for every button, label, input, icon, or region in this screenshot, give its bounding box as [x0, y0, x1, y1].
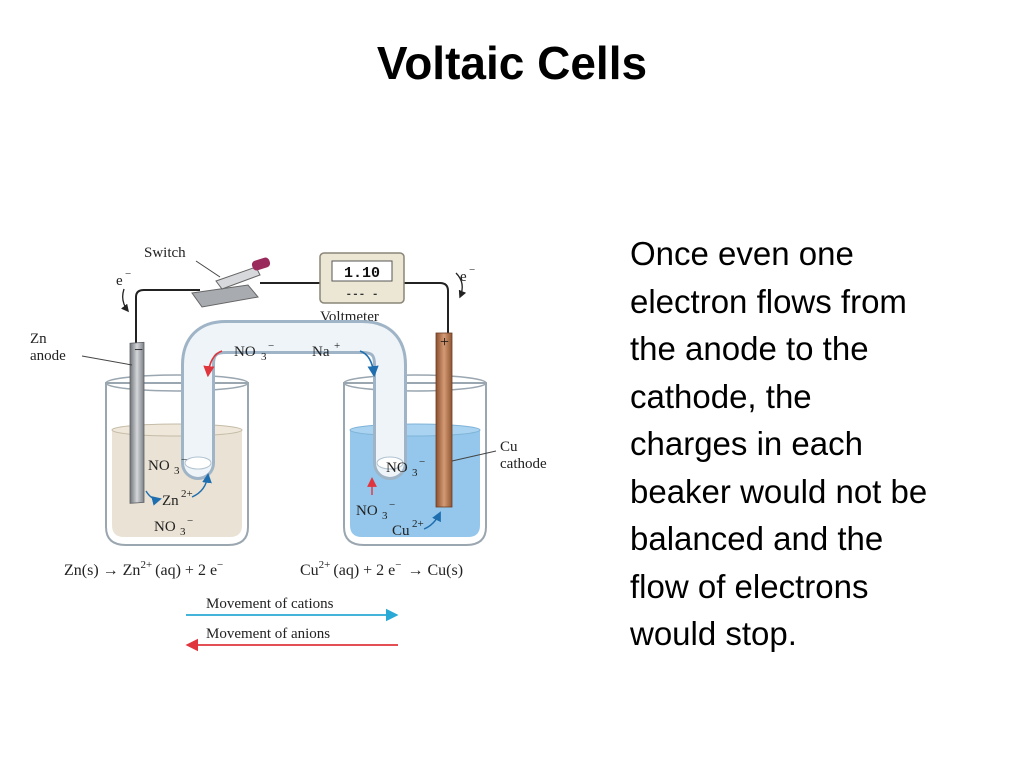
body-line: Once even one: [630, 235, 854, 272]
cu-no3-sub-2: 3: [382, 510, 388, 522]
salt-bridge: [181, 320, 407, 480]
cu-no3-sup-1: −: [419, 456, 425, 468]
body-line: charges in each: [630, 425, 863, 462]
bridge-anion-arrow: [203, 350, 223, 378]
body-line: electron flows from: [630, 282, 907, 320]
bridge-cation-sup: +: [334, 340, 340, 352]
bridge-cation-label: Na: [312, 344, 330, 360]
cu-no3-sup-2: −: [389, 499, 395, 511]
cu-no3-label-1: NO: [386, 460, 408, 476]
switch-pointer: [195, 260, 221, 278]
zn-no3-label-1: NO: [148, 458, 170, 474]
bridge-anion-sup: −: [268, 340, 274, 352]
electron-charge-right: −: [469, 264, 475, 276]
zn-no3-sub-1: 3: [174, 465, 180, 477]
switch-label: Switch: [144, 245, 186, 261]
electron-arrow-right: [455, 272, 467, 299]
eq-left-rest: (aq) + 2 e: [155, 562, 217, 579]
bridge-cation-arrow: [359, 350, 379, 378]
eq-right-rest: (aq) + 2 e: [333, 562, 395, 579]
body-line: the anode to the: [630, 330, 869, 367]
electron-arrow-left: [121, 288, 129, 313]
zn-label-2: anode: [30, 348, 66, 364]
zn-electrode: [129, 341, 145, 504]
zn-ion-label: Zn: [162, 493, 179, 509]
electron-label-left: e: [116, 273, 123, 289]
cu-label-2: cathode: [500, 456, 547, 472]
body-line: beaker would not be: [630, 472, 928, 510]
voltaic-cell-diagram: Switch 1.10 --- - Voltmeter e − e − NO 3…: [30, 245, 547, 652]
cu-ion-sup: 2+: [412, 518, 424, 530]
cu-plus-sign: +: [440, 334, 449, 351]
zn-bridge-arrow: [191, 473, 212, 498]
body-line: cathode, the: [630, 377, 812, 415]
zn-pointer: [81, 355, 133, 366]
legend-anions-label: Movement of anions: [206, 626, 330, 642]
zn-no3-sup-2: −: [187, 515, 193, 527]
voltmeter-icon: [319, 252, 405, 304]
zn-no3-label-2: NO: [154, 519, 176, 535]
bridge-anion-sub: 3: [261, 351, 267, 363]
zn-ion-sup: 2+: [181, 488, 193, 500]
zn-label-1: Zn: [30, 331, 47, 347]
zn-no3-sub-2: 3: [180, 526, 186, 538]
eq-right-sup: 2+: [319, 559, 331, 571]
external-wire: [135, 282, 449, 350]
eq-left-sup: 2+: [140, 559, 152, 571]
zn-minus-sign: −: [134, 342, 143, 359]
body-line: would stop.: [630, 615, 797, 652]
zn-beaker: [105, 374, 249, 546]
cu-no3-sub-1: 3: [412, 467, 418, 479]
body-text: Once even one electron flows from the an…: [630, 230, 1010, 658]
eq-left-start: Zn(s) → Zn: [64, 562, 140, 579]
cu-label-1: Cu: [500, 439, 518, 455]
cu-electrode: [435, 332, 453, 508]
cathode-half-reaction: Cu2+(aq) + 2 e−→ Cu(s): [300, 559, 463, 579]
electron-label-right: e: [460, 269, 467, 285]
body-line: balanced and the: [630, 520, 884, 557]
cu-ion-label: Cu: [392, 523, 410, 539]
cu-no3-label-2: NO: [356, 503, 378, 519]
eq-right-start: Cu: [300, 562, 319, 579]
zn-ion-arrow: [145, 490, 162, 506]
legend-cations-label: Movement of cations: [206, 596, 334, 612]
switch-icon[interactable]: [191, 256, 271, 308]
electron-charge-left: −: [125, 268, 131, 280]
slide-title: Voltaic Cells: [376, 37, 648, 89]
body-line: flow of electrons: [630, 567, 869, 605]
cu-pointer: [451, 450, 497, 462]
voltmeter-buttons: --- -: [345, 289, 378, 301]
cu-ion-arrow: [423, 511, 441, 530]
bridge-anion-label: NO: [234, 344, 256, 360]
eq-right-end: → Cu(s): [408, 562, 464, 579]
anode-half-reaction: Zn(s) → Zn2+(aq) + 2 e−: [64, 559, 223, 579]
zn-no3-sup-1: −: [181, 454, 187, 466]
eq-right-minus: −: [395, 559, 401, 571]
voltmeter-reading: 1.10: [344, 265, 380, 282]
eq-left-minus: −: [217, 559, 223, 571]
